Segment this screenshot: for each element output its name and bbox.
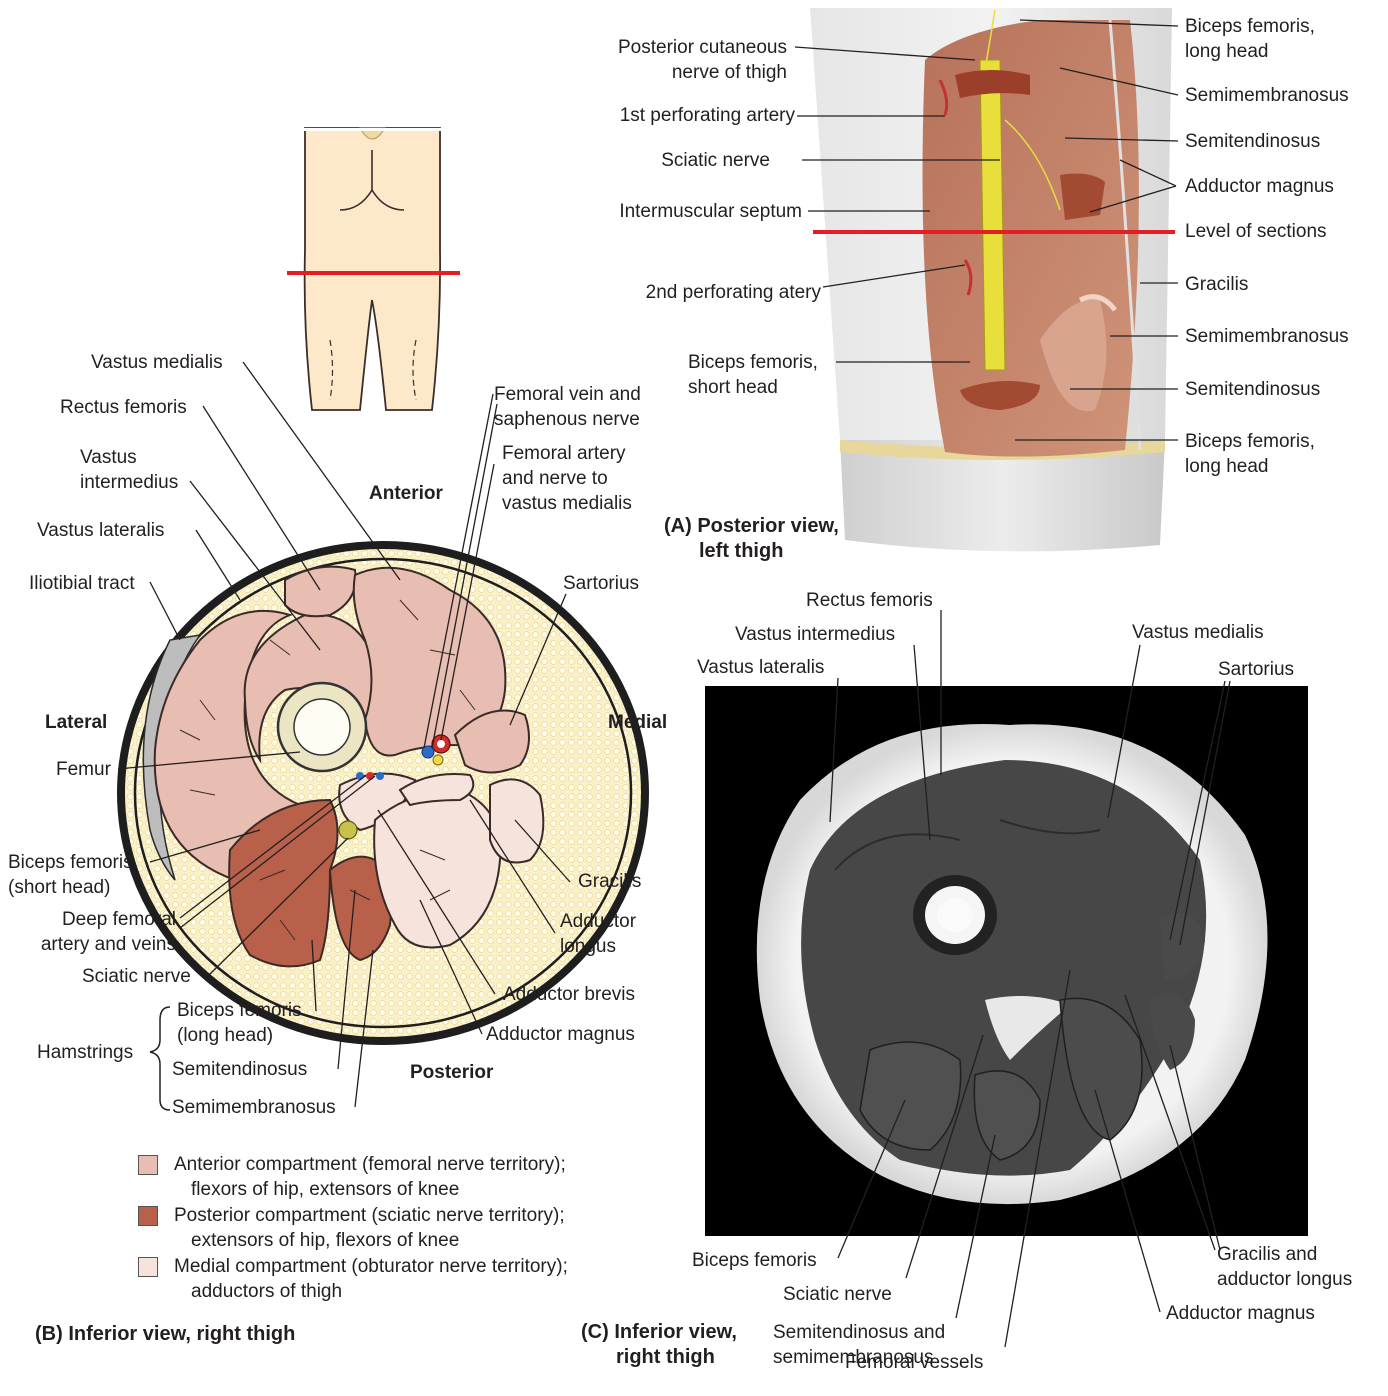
hamstrings-brace xyxy=(150,1007,170,1110)
key-swatch-posterior xyxy=(138,1206,158,1226)
label-vastus-lateralis-b: Vastus lateralis xyxy=(37,518,164,543)
label-iliotibial-tract: Iliotibial tract xyxy=(29,571,135,596)
label-biceps-femoris-c: Biceps femoris xyxy=(692,1248,817,1273)
label-vastus-lateralis-c: Vastus lateralis xyxy=(697,655,824,680)
label-biceps-short-head-a: Biceps femoris,short head xyxy=(688,350,818,400)
label-femoral-vessels: Femoral vessels xyxy=(845,1350,983,1375)
orientation-lateral: Lateral xyxy=(45,710,107,735)
thigh-cross-section xyxy=(121,545,645,1041)
label-sciatic-nerve-c: Sciatic nerve xyxy=(783,1282,892,1307)
label-1st-perforating-artery: 1st perforating artery xyxy=(620,103,795,128)
label-semitendinosus-a1: Semitendinosus xyxy=(1185,129,1320,154)
label-semitendinosus-a2: Semitendinosus xyxy=(1185,377,1320,402)
ct-scan-image xyxy=(705,686,1308,1236)
label-biceps-short-head-b: Biceps femoris(short head) xyxy=(8,850,133,900)
label-biceps-long-head-b: Biceps femoris(long head) xyxy=(177,998,302,1048)
label-sartorius-c: Sartorius xyxy=(1218,657,1294,682)
orientation-medial: Medial xyxy=(608,710,667,735)
label-gracilis-b: Gracilis xyxy=(578,869,641,894)
key-text-medial-1: Medial compartment (obturator nerve terr… xyxy=(174,1256,568,1277)
label-vastus-intermedius-c: Vastus intermedius xyxy=(735,622,895,647)
caption-panel-b: (B) Inferior view, right thigh xyxy=(35,1322,295,1347)
label-vastus-medialis-b: Vastus medialis xyxy=(91,350,223,375)
caption-panel-a: (A) Posterior view,left thigh xyxy=(664,514,839,564)
label-semimembranosus-b: Semimembranosus xyxy=(172,1095,336,1120)
label-2nd-perforating-artery: 2nd perforating atery xyxy=(646,280,821,305)
orientation-posterior: Posterior xyxy=(410,1060,493,1085)
label-rectus-femoris-c: Rectus femoris xyxy=(806,588,933,613)
label-semimembranosus-a2: Semimembranosus xyxy=(1185,324,1349,349)
key-swatch-medial xyxy=(138,1257,158,1277)
key-swatch-anterior xyxy=(138,1155,158,1175)
label-vastus-medialis-c: Vastus medialis xyxy=(1132,620,1264,645)
orientation-anterior: Anterior xyxy=(369,481,443,506)
label-adductor-brevis: Adductor brevis xyxy=(503,982,635,1007)
label-biceps-long-head-a1: Biceps femoris,long head xyxy=(1185,14,1315,64)
label-semimembranosus-a1: Semimembranosus xyxy=(1185,83,1349,108)
label-sartorius-b: Sartorius xyxy=(563,571,639,596)
label-biceps-long-head-a2: Biceps femoris,long head xyxy=(1185,429,1315,479)
label-adductor-magnus-b: Adductor magnus xyxy=(486,1022,635,1047)
label-adductor-magnus-c: Adductor magnus xyxy=(1166,1301,1315,1326)
posterior-thigh-dissection xyxy=(810,8,1175,551)
key-text-posterior-2: extensors of hip, flexors of knee xyxy=(174,1230,459,1251)
label-sciatic-nerve-a: Sciatic nerve xyxy=(661,148,770,173)
label-gracilis-a: Gracilis xyxy=(1185,272,1248,297)
label-level-of-sections: Level of sections xyxy=(1185,219,1327,244)
label-femur: Femur xyxy=(56,757,111,782)
key-text-posterior-1: Posterior compartment (sciatic nerve ter… xyxy=(174,1205,565,1226)
key-text-medial-2: adductors of thigh xyxy=(174,1281,342,1302)
legs-orientation-icon xyxy=(287,128,460,410)
key-text-anterior-2: flexors of hip, extensors of knee xyxy=(174,1179,459,1200)
label-intermuscular-septum: Intermuscular septum xyxy=(619,199,802,224)
key-text-anterior-1: Anterior compartment (femoral nerve terr… xyxy=(174,1154,566,1175)
label-rectus-femoris-b: Rectus femoris xyxy=(60,395,187,420)
caption-panel-c: (C) Inferior view,right thigh xyxy=(581,1320,737,1370)
label-sciatic-nerve-b: Sciatic nerve xyxy=(82,964,191,989)
label-semitendinosus-b: Semitendinosus xyxy=(172,1057,307,1082)
label-hamstrings-group: Hamstrings xyxy=(37,1040,133,1065)
label-adductor-magnus-a: Adductor magnus xyxy=(1185,174,1334,199)
